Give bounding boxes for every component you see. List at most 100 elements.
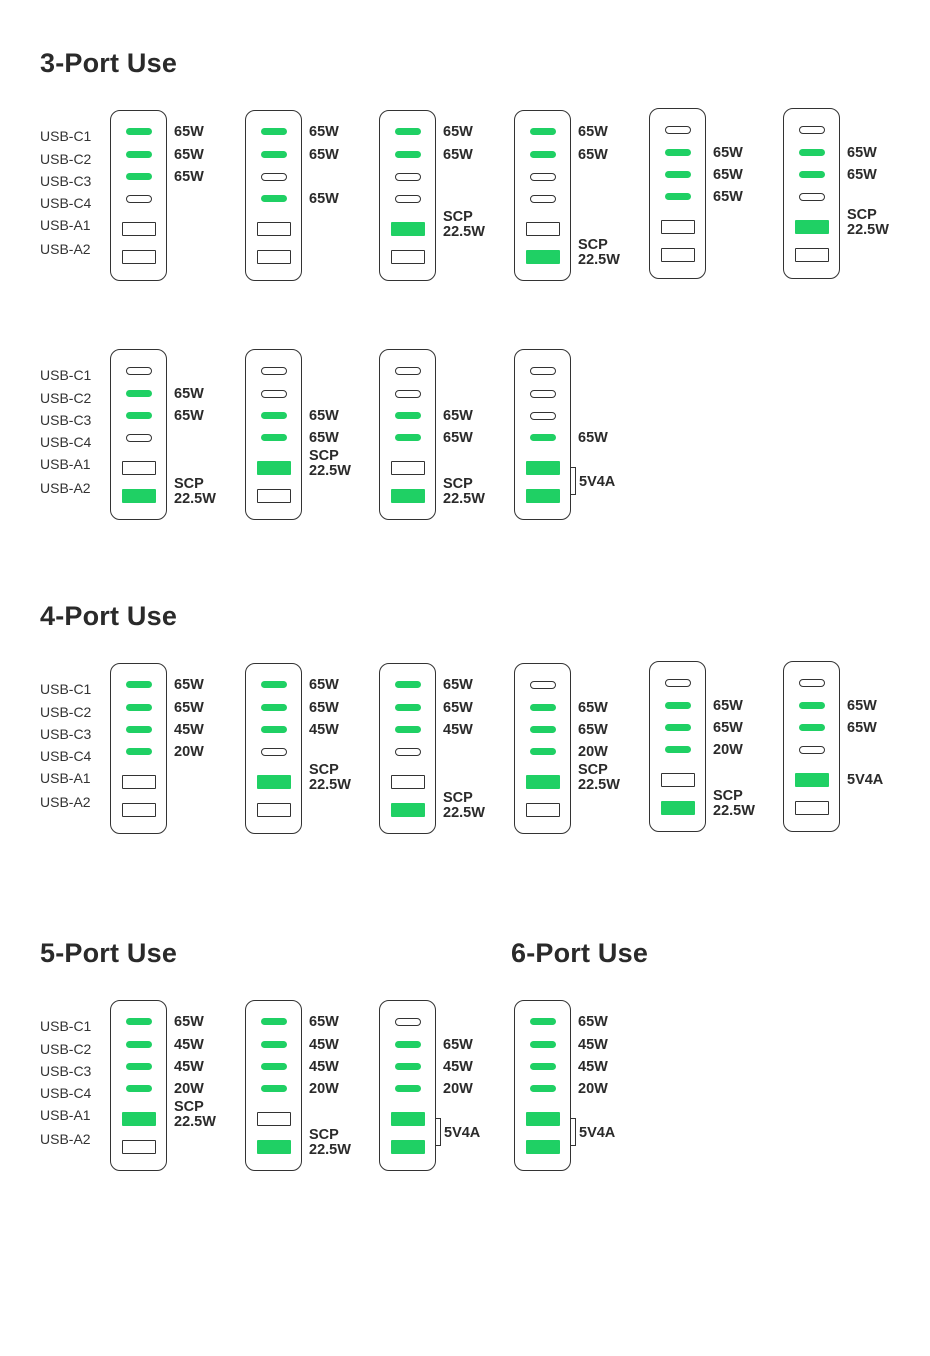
power-output-label: 65W xyxy=(847,166,877,183)
power-output-label: 65W xyxy=(443,407,473,424)
wattage-text: 5V4A xyxy=(579,1124,616,1141)
usb-a-port-active xyxy=(525,461,560,475)
power-output-label: 65W xyxy=(713,188,743,205)
wattage-text: 65W xyxy=(309,699,339,716)
wattage-text: 45W xyxy=(309,721,339,738)
port-name-label: USB-A1 xyxy=(40,770,91,786)
usb-a-port-active xyxy=(256,461,291,475)
wattage-text: 45W xyxy=(174,721,204,738)
wattage-text: 22.5W xyxy=(174,1114,216,1130)
power-output-label: 65W xyxy=(309,147,339,163)
usb-a-port-idle xyxy=(256,1112,291,1126)
power-output-label: 65W xyxy=(174,1014,204,1030)
usb-c-port-idle xyxy=(529,367,556,375)
protocol-text: SCP xyxy=(174,1099,204,1115)
port-name-label: USB-C4 xyxy=(40,195,92,211)
usb-c-port-active xyxy=(125,704,152,711)
usb-a-port-idle xyxy=(390,461,425,475)
usb-c-port-idle xyxy=(394,1018,421,1026)
wattage-text: 65W xyxy=(174,146,204,163)
wattage-text: 65W xyxy=(309,190,339,207)
power-output-label: 65W xyxy=(309,676,339,693)
usb-c-port-active xyxy=(260,1041,287,1048)
port-name-label: USB-A1 xyxy=(40,1107,91,1123)
wattage-text: 65W xyxy=(713,188,743,205)
usb-c-port-idle xyxy=(798,746,825,754)
wattage-text: 65W xyxy=(309,123,339,140)
wattage-text: 65W xyxy=(847,166,877,183)
wattage-text: 65W xyxy=(174,385,204,402)
wattage-text: 65W xyxy=(713,144,743,161)
power-output-label: 65W xyxy=(443,1037,473,1053)
power-output-label: 5V4A xyxy=(579,1124,616,1141)
usb-a-port-idle xyxy=(256,250,291,264)
wattage-text: 22.5W xyxy=(578,252,620,268)
usb-a-port-idle xyxy=(121,461,156,475)
wattage-text: 45W xyxy=(443,721,473,738)
usb-c-port-idle xyxy=(798,193,825,201)
wattage-text: 22.5W xyxy=(713,803,755,819)
power-output-label: 65W xyxy=(443,430,473,446)
wattage-text: 22.5W xyxy=(309,1142,351,1158)
port-name-label: USB-A2 xyxy=(40,241,91,257)
wattage-text: 65W xyxy=(309,676,339,693)
usb-c-port-idle xyxy=(394,748,421,756)
wattage-text: 20W xyxy=(309,1080,339,1097)
usb-a-port-idle xyxy=(256,803,291,817)
wattage-text: 22.5W xyxy=(443,491,485,507)
usb-c-port-idle xyxy=(260,390,287,398)
wattage-text: 65W xyxy=(443,407,473,424)
wattage-text: 65W xyxy=(847,144,877,161)
port-name-label: USB-A2 xyxy=(40,480,91,496)
usb-c-port-active xyxy=(394,1041,421,1048)
usb-a-port-active xyxy=(525,489,560,503)
usb-a-port-idle xyxy=(390,250,425,264)
protocol-text: SCP xyxy=(443,476,473,492)
wattage-text: 22.5W xyxy=(309,777,351,793)
wattage-text: 65W xyxy=(443,676,473,693)
wattage-text: 65W xyxy=(578,699,608,716)
power-output-label: 20W xyxy=(174,744,204,760)
usb-c-port-active xyxy=(798,702,825,709)
wattage-text: 20W xyxy=(174,1080,204,1097)
usb-a-port-active xyxy=(390,489,425,503)
section-title: 6-Port Use xyxy=(511,938,649,968)
usb-a-port-active xyxy=(525,775,560,789)
power-output-label: 45W xyxy=(443,1059,473,1075)
power-output-label: 45W xyxy=(443,721,473,738)
power-output-label: 45W xyxy=(309,1037,339,1053)
wattage-text: 22.5W xyxy=(443,805,485,821)
usb-c-port-idle xyxy=(394,367,421,375)
charger-device xyxy=(110,663,167,834)
charger-device xyxy=(245,349,302,520)
charger-device xyxy=(514,110,571,281)
usb-a-port-active xyxy=(121,489,156,503)
usb-c-port-active xyxy=(664,149,691,156)
wattage-text: 65W xyxy=(578,429,608,446)
usb-c-port-active xyxy=(260,704,287,711)
wattage-text: 65W xyxy=(309,407,339,424)
wattage-text: 65W xyxy=(174,699,204,716)
power-output-label: 65W xyxy=(443,124,473,140)
usb-a-port-active xyxy=(390,803,425,817)
charger-device xyxy=(514,663,571,834)
usb-a-port-idle xyxy=(390,775,425,789)
power-output-label: 65W xyxy=(443,700,473,716)
power-output-label: 65W xyxy=(309,190,339,207)
power-output-label: 45W xyxy=(578,1037,608,1053)
power-output-label: 65W xyxy=(578,1014,608,1030)
usb-c-port-active xyxy=(260,128,287,135)
usb-c-port-active xyxy=(664,724,691,731)
protocol-text: SCP xyxy=(578,762,608,778)
wattage-text: 65W xyxy=(174,676,204,693)
usb-c-port-active xyxy=(260,151,287,158)
usb-c-port-idle xyxy=(529,681,556,689)
port-name-label: USB-C4 xyxy=(40,434,92,450)
usb-c-port-idle xyxy=(260,367,287,375)
port-name-label: USB-C2 xyxy=(40,390,92,406)
